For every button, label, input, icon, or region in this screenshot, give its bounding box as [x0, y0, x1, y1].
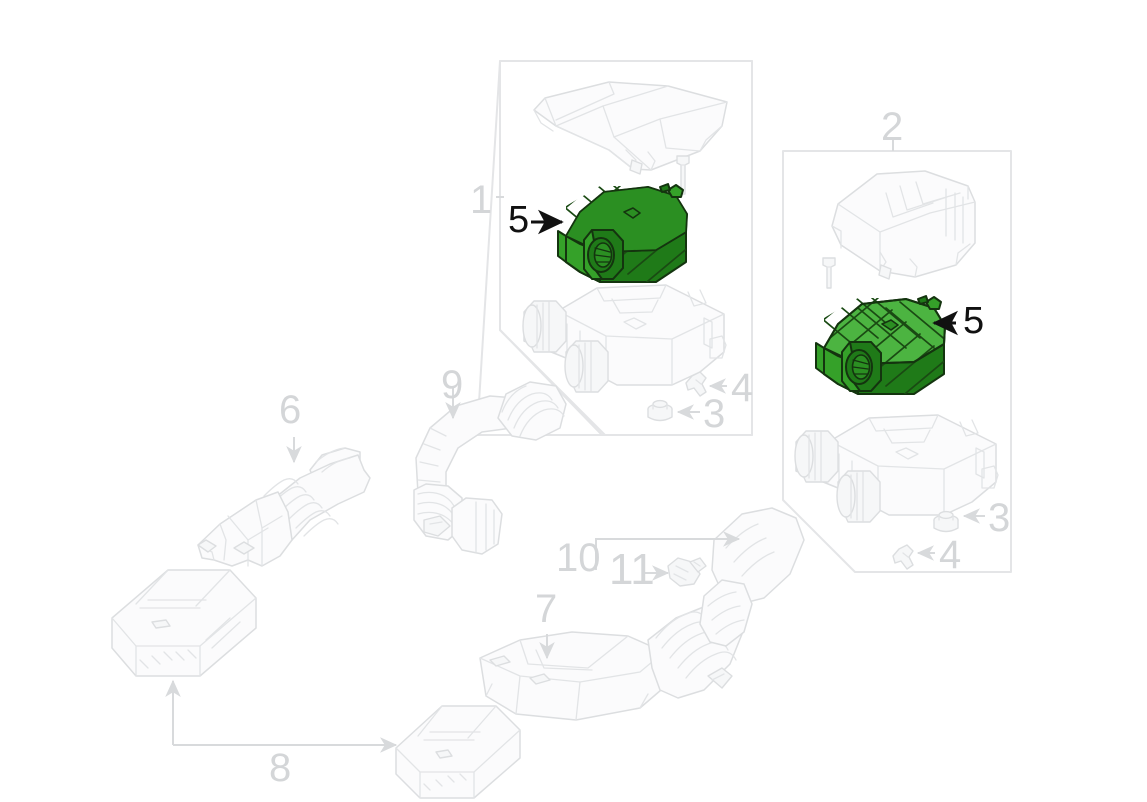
air-cleaner-cover-1 [533, 81, 728, 175]
resonator-box-8 [111, 569, 257, 677]
housing-inlet-tubes-2 [794, 430, 881, 523]
intake-duct-6 [197, 447, 371, 567]
callout-label-5-left: 5 [508, 199, 530, 241]
air-cleaner-housing-1 [522, 284, 727, 393]
cover-screw-2 [822, 257, 836, 289]
mounting-grommet-1 [647, 399, 673, 422]
intake-duct-7 [479, 507, 805, 721]
cover-screw-1 [676, 155, 690, 195]
callout-label-8: 8 [269, 746, 292, 790]
housing-inlet-tubes-1 [522, 300, 609, 393]
callout-label-9: 9 [441, 363, 464, 407]
air-filter-element-2 [815, 295, 947, 395]
hose-9-bellows [497, 381, 567, 441]
callout-label-1: 1 [470, 178, 493, 222]
callout-label-7: 7 [535, 587, 558, 631]
callout-label-2: 2 [881, 105, 904, 149]
leader-10 [595, 531, 741, 570]
resonator-box-8-lower [395, 705, 521, 799]
mounting-bracket-clip-2 [892, 544, 914, 570]
callout-label-4-right: 4 [939, 533, 962, 577]
air-filter-element-1 [557, 183, 688, 283]
callout-label-4-left: 4 [731, 366, 754, 410]
air-cleaner-housing-2 [794, 414, 999, 523]
intake-hose-9 [413, 381, 567, 555]
callout-label-3-left: 3 [703, 392, 726, 436]
air-cleaner-cover-2 [831, 170, 976, 280]
callout-label-10: 10 [556, 536, 601, 580]
callout-label-11: 11 [609, 545, 655, 594]
callout-label-3-right: 3 [988, 496, 1011, 540]
panel-2-border [782, 150, 1012, 573]
callout-label-6: 6 [279, 388, 302, 432]
mounting-grommet-2 [933, 510, 959, 533]
mounting-bracket-clip-1 [685, 371, 707, 397]
leader-8 [165, 679, 398, 753]
callout-label-5-right: 5 [963, 300, 985, 342]
panel-1-border [476, 60, 753, 436]
hose-clamp-sensor-11 [667, 557, 707, 587]
